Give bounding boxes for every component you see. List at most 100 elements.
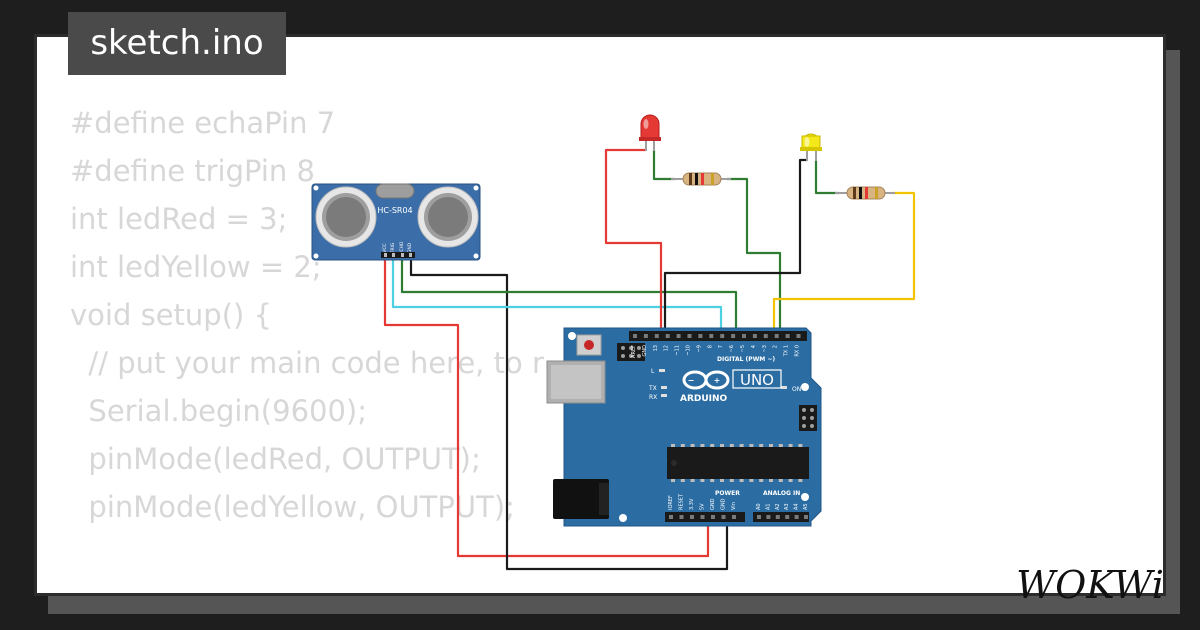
- pin-label: ~9: [696, 345, 702, 352]
- pin-label: A0: [756, 503, 762, 510]
- chip-pin: [720, 444, 724, 447]
- chip-pin: [729, 479, 734, 482]
- pin-label: GND: [710, 498, 716, 510]
- resistor-red: [671, 172, 731, 186]
- header-pin: [679, 515, 684, 519]
- pin-label: RX 0: [795, 345, 801, 357]
- header-pin: [665, 334, 670, 338]
- digital-label: DIGITAL (PWM ~): [717, 356, 775, 363]
- sensor-pin-label: GND: [407, 242, 413, 253]
- pin-label: AREF: [631, 345, 637, 358]
- chip-pin: [798, 479, 803, 482]
- header-pin: [774, 334, 779, 338]
- chip-pin: [671, 444, 675, 447]
- header-pin: [785, 515, 790, 519]
- chip-pin: [690, 444, 695, 447]
- ultrasonic-sensor: HC-SR04 VCC TRIG ECHO GND: [311, 183, 481, 261]
- analog-label: ANALOG IN: [763, 490, 800, 497]
- sensor-model-label: HC-SR04: [377, 206, 412, 215]
- wokwi-logo: WOKWi: [1016, 563, 1164, 607]
- chip-pin: [769, 444, 773, 447]
- pin-label: A2: [775, 503, 781, 510]
- pin-label: RESET: [679, 493, 685, 510]
- wire-red-res: [652, 150, 675, 181]
- chip-pin: [739, 444, 744, 447]
- header-pin: [742, 334, 746, 338]
- circuit-diagram: HC-SR04 VCC TRIG ECHO GND: [311, 114, 916, 571]
- led-red: [639, 114, 661, 151]
- chip-pin: [710, 479, 715, 482]
- svg-text:+: +: [714, 376, 721, 385]
- header-pin: [785, 334, 790, 338]
- chip-pin: [710, 444, 715, 447]
- header-pin: [690, 515, 694, 519]
- chip-pin: [680, 479, 685, 482]
- pin-label: ~3: [762, 345, 768, 352]
- chip-pin: [759, 444, 764, 447]
- microcontroller-chip: [667, 447, 809, 479]
- led-label-l: L: [651, 368, 655, 375]
- pin-label: 13: [653, 345, 659, 351]
- analog-header: [753, 512, 809, 522]
- header-pin: [796, 334, 801, 338]
- wire-red-res-out: [727, 177, 782, 336]
- pin-label: ~11: [675, 345, 681, 356]
- project-card: #define echaPin 7 #define trigPin 8 int le…: [34, 34, 1166, 596]
- pin-label: ~5: [740, 345, 746, 352]
- arduino-model: UNO: [740, 371, 774, 389]
- pin-label: 8: [707, 345, 713, 348]
- chip-pin: [778, 479, 783, 482]
- svg-text:−: −: [688, 376, 695, 385]
- pin-label: A5: [803, 503, 809, 510]
- header-pin: [766, 515, 771, 519]
- header-pin: [775, 515, 780, 519]
- wokwi-logo-text: WOKWi: [1016, 563, 1164, 607]
- header-pin: [794, 515, 799, 519]
- wire-red-led: [604, 148, 663, 336]
- wire-trig-8: [391, 257, 723, 336]
- pin-label: ~10: [686, 345, 692, 356]
- header-pin: [700, 515, 705, 519]
- pin-label: GND: [642, 345, 648, 357]
- header-pin: [654, 334, 659, 338]
- arduino-logo-icon: [682, 370, 730, 390]
- header-pin: [709, 334, 714, 338]
- header-pin: [752, 334, 757, 338]
- wire-yellow-led: [663, 158, 807, 336]
- chip-pin: [749, 444, 754, 447]
- wire-yellow-res: [814, 160, 839, 195]
- pin-label: A4: [794, 503, 800, 510]
- pin-label: A3: [784, 503, 790, 510]
- chip-pin: [788, 479, 793, 482]
- header-pin: [732, 515, 736, 519]
- wire-gnd: [409, 257, 729, 571]
- header-pin: [676, 334, 681, 338]
- wires: [383, 148, 916, 571]
- code-line: void setup() {: [70, 298, 272, 332]
- pin-label: 12: [664, 345, 670, 351]
- code-line: #define echaPin 7: [70, 106, 336, 140]
- wire-echo-7: [400, 257, 738, 336]
- led-yellow: [800, 133, 822, 161]
- code-line: int ledYellow = 2;: [70, 250, 322, 284]
- wire-yellow-res-out: [772, 191, 916, 336]
- led-label-rx: RX: [649, 394, 657, 401]
- digital-header: [629, 331, 807, 341]
- header-pin: [711, 515, 715, 519]
- chip-pin: [788, 444, 793, 447]
- sketch-title: sketch.ino: [68, 12, 286, 75]
- header-pin: [763, 334, 768, 338]
- code-line: #define trigPin 8: [70, 154, 315, 188]
- pin-label: 2: [773, 345, 779, 348]
- power-header: [665, 512, 745, 522]
- resistor-yellow: [835, 186, 895, 200]
- sensor-pin-label: VCC: [382, 243, 388, 252]
- header-pin: [757, 515, 761, 519]
- pin-label: A1: [765, 503, 771, 510]
- chip-pin: [739, 479, 744, 482]
- chip-pin: [729, 444, 734, 447]
- header-pin: [721, 515, 726, 519]
- chip-pin: [749, 479, 754, 482]
- header-pin: [698, 334, 703, 338]
